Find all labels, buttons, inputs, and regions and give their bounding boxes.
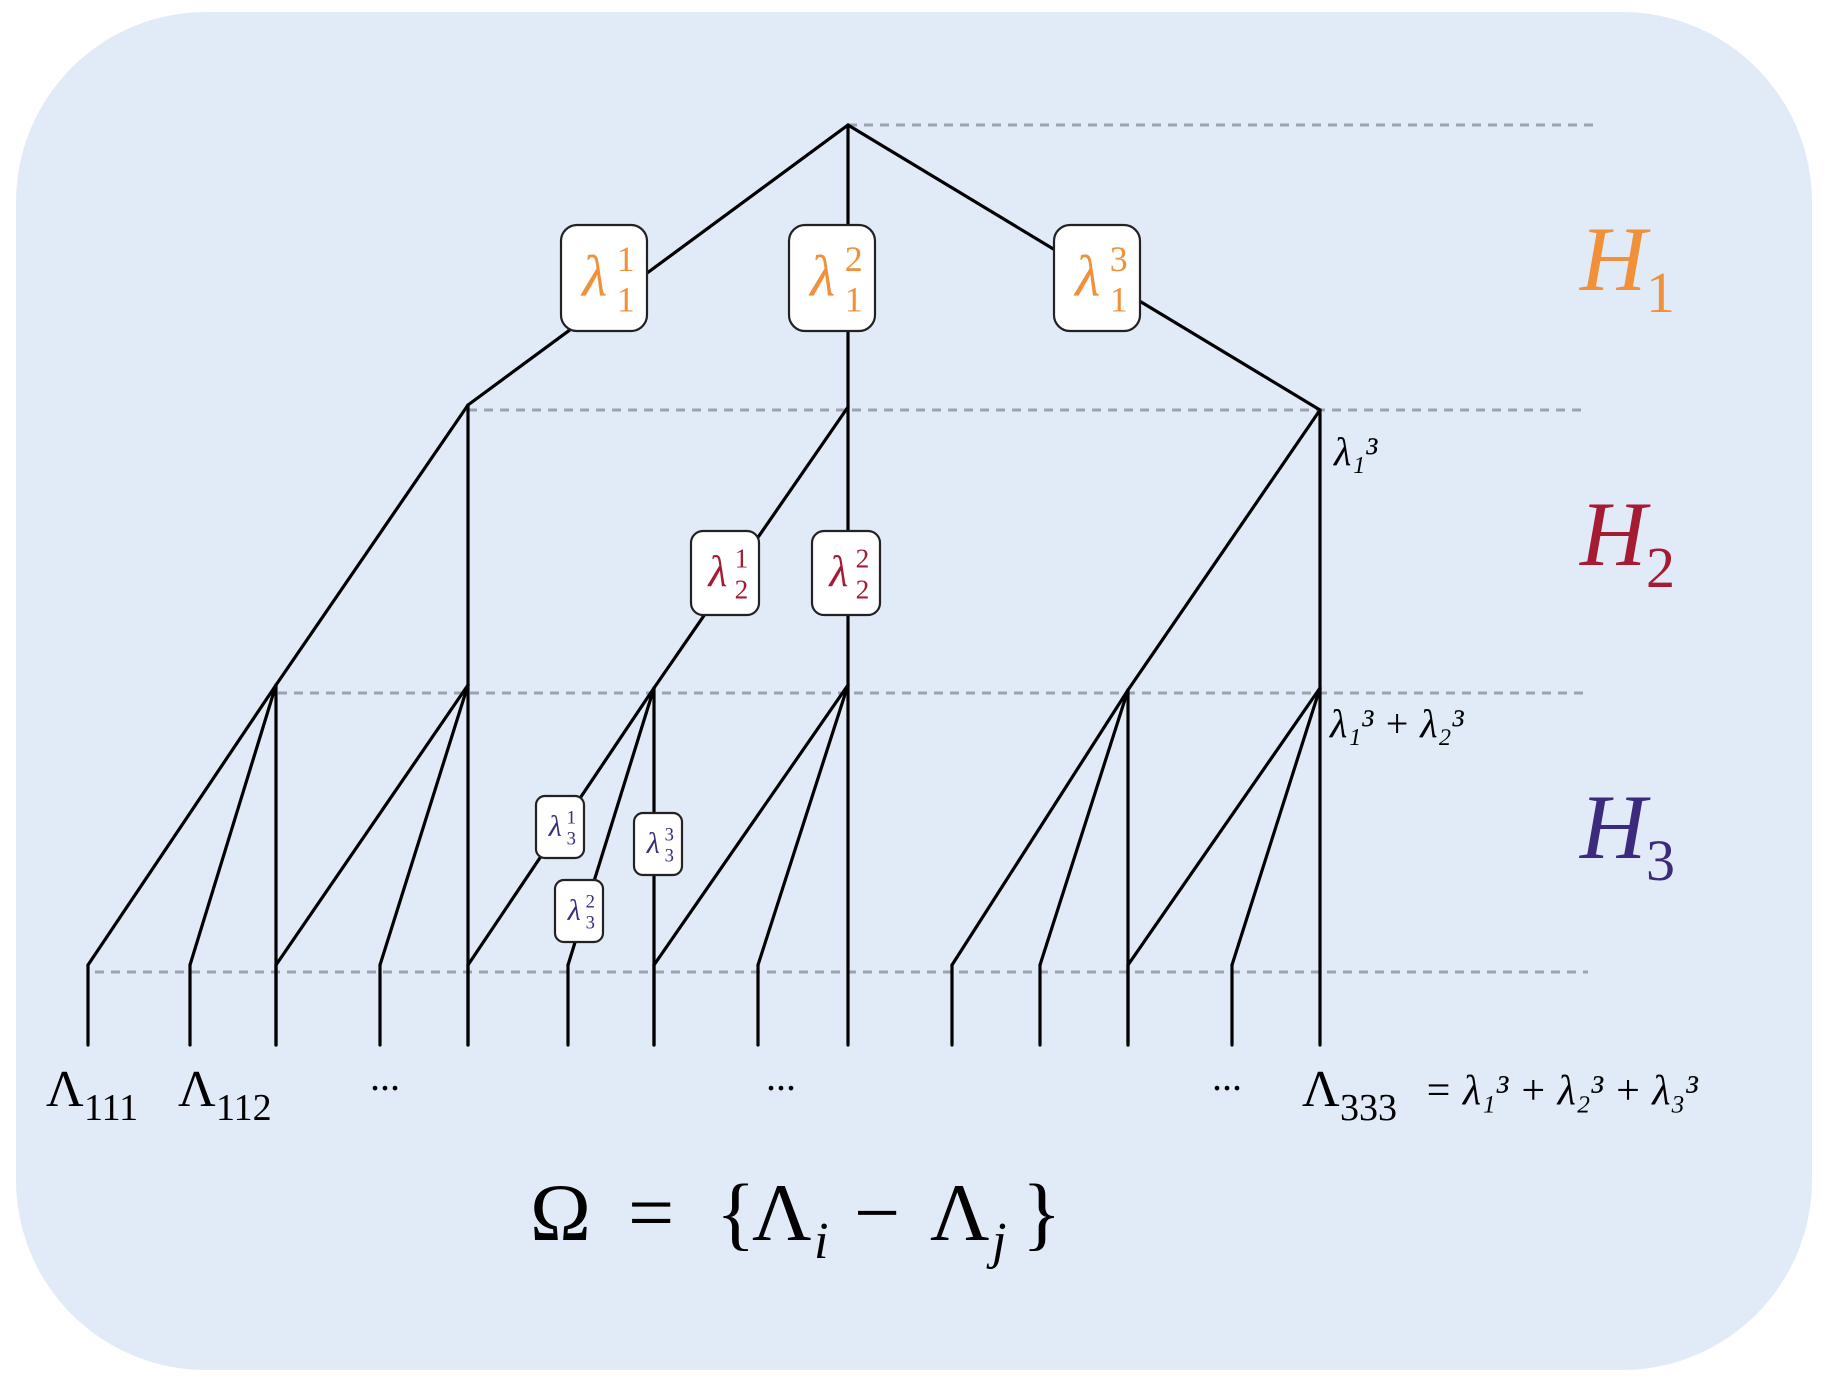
box-h2-2-sub: 2	[856, 575, 870, 605]
formula-close-brace: }	[1022, 1167, 1061, 1258]
box-h1-2-frame	[787, 223, 877, 333]
box-h2-2-sup: 2	[856, 544, 870, 574]
formula-equals: =	[628, 1167, 674, 1258]
tree-edge	[1126, 408, 1322, 692]
level-guide-lines	[95, 123, 1600, 974]
box-h2-1-sub: 2	[735, 575, 749, 605]
box-h1-2-sup: 2	[845, 239, 863, 279]
leaf-333-expression: = λ₁³ + λ₂³ + λ₃³	[1424, 1068, 1699, 1114]
tree-edge	[1126, 686, 1322, 967]
formula-sub-j: j	[986, 1213, 1006, 1270]
box-h3-3-frame	[632, 811, 684, 877]
annotation-level1: λ₁³	[1333, 429, 1378, 474]
level-label-h1-base: H	[1579, 208, 1651, 310]
box-h3-3-sub: 3	[665, 845, 674, 866]
tree-edge	[378, 683, 470, 967]
annotation-level2: λ₁³ + λ₂³	[1329, 701, 1464, 746]
box-h3-1-base: λ	[548, 810, 562, 843]
box-h1-3-base: λ	[1073, 243, 1100, 308]
leaf-ellipsis-2: ...	[766, 1054, 796, 1099]
box-h1-1-frame	[559, 223, 649, 333]
formula-omega: Ω	[530, 1167, 591, 1258]
formula-open-brace: {	[716, 1167, 755, 1258]
box-h3-3-sup: 3	[665, 824, 674, 845]
level-label-h2-base: H	[1579, 483, 1651, 585]
leaf-ellipsis-3: ...	[1212, 1054, 1242, 1099]
box-h3-2-sup: 2	[586, 891, 595, 912]
leaf-ellipsis-1: ...	[370, 1054, 400, 1099]
tree-edges	[86, 123, 1322, 1047]
box-h2-1-frame	[689, 529, 761, 617]
leaf-label-333-sub: 333	[1340, 1087, 1397, 1129]
box-h1-2-sub: 1	[845, 280, 863, 320]
level-label-h3-sub: 3	[1646, 828, 1675, 893]
level-label-h1-sub: 1	[1646, 260, 1675, 325]
box-h2-2-base: λ	[827, 547, 848, 596]
box-h1-1-sub: 1	[617, 280, 635, 320]
level-label-h2-sub: 2	[1646, 535, 1675, 600]
tree-edge	[950, 688, 1130, 967]
box-h2-1-sup: 1	[735, 544, 749, 574]
box-h1-3-sup: 3	[1110, 239, 1128, 279]
leaf-label-112-sub: 112	[216, 1087, 272, 1129]
tree-edge	[274, 403, 470, 687]
box-h3-3-base: λ	[646, 827, 660, 860]
leaf-label-111-base: Λ	[46, 1061, 84, 1118]
box-h3-2-frame	[553, 878, 605, 944]
box-h2-2-frame	[810, 529, 882, 617]
leaf-label-112-base: Λ	[178, 1061, 216, 1118]
tree-edge	[466, 123, 850, 407]
leaf-label-333-base: Λ	[1302, 1061, 1340, 1118]
box-h1-3-frame	[1052, 223, 1142, 333]
formula-minus: −	[854, 1167, 900, 1258]
tree-edge	[652, 683, 850, 967]
box-h3-2-base: λ	[567, 894, 581, 927]
leaf-label-111-sub: 111	[84, 1087, 138, 1129]
formula-lambda-j: Λ	[930, 1167, 989, 1258]
tree-edge	[86, 683, 278, 967]
tree-edge	[188, 683, 278, 967]
level-label-h3-base: H	[1579, 776, 1651, 878]
box-h1-1-sup: 1	[617, 239, 635, 279]
box-h3-2-sub: 3	[586, 912, 595, 933]
formula-lambda-i: Λ	[752, 1167, 811, 1258]
box-h1-2-base: λ	[808, 243, 835, 308]
box-h3-1-sup: 1	[567, 807, 576, 828]
tree-edge	[274, 683, 470, 967]
background-panel	[16, 12, 1812, 1370]
tree-edge	[756, 683, 850, 967]
box-h1-1-base: λ	[580, 243, 607, 308]
box-h3-1-frame	[534, 794, 586, 860]
tree-edge	[1038, 688, 1130, 967]
box-h3-1-sub: 3	[567, 828, 576, 849]
box-h1-3-sub: 1	[1110, 280, 1128, 320]
box-h2-1-base: λ	[706, 547, 727, 596]
formula-sub-i: i	[814, 1213, 828, 1270]
tree-edge	[1230, 686, 1322, 967]
